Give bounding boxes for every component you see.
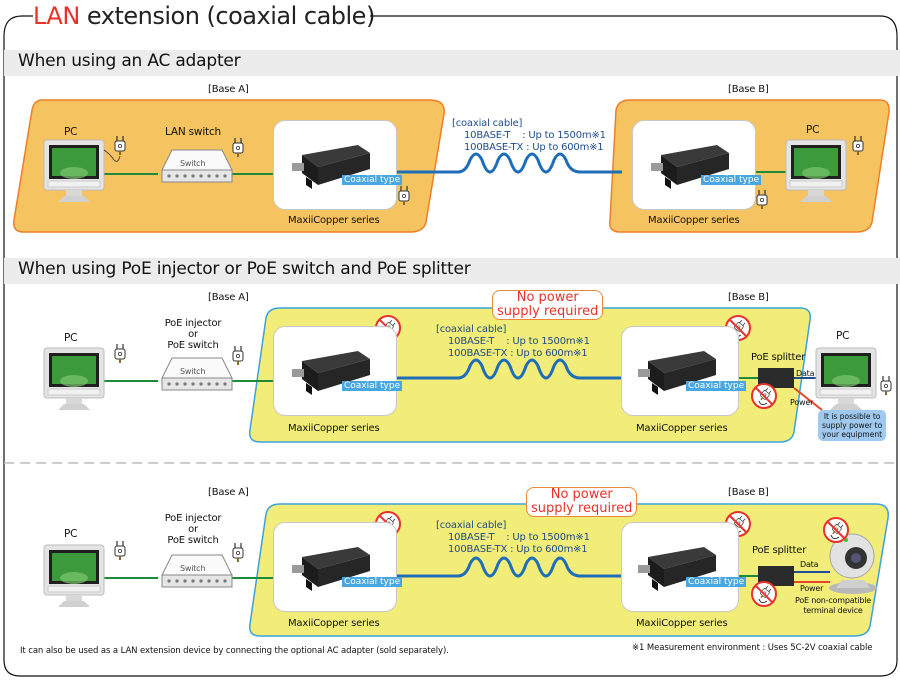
switch-device-text: Switch (180, 367, 206, 376)
footer-note-measurement: ※1 Measurement environment : Uses 5C-2V … (632, 643, 873, 653)
maxiicopper-image (292, 351, 370, 395)
coaxial-type-tag: Coaxial type (342, 577, 403, 587)
maxiicopper-device-a: Coaxial type (273, 326, 403, 416)
maxiicopper-device-a: Coaxial type (273, 120, 403, 210)
maxiicopper-image (292, 547, 370, 591)
footer-note-ac-adapter: It can also be used as a LAN extension d… (20, 646, 449, 656)
maxiicopper-device-b: Coaxial type (632, 120, 762, 210)
pc-label: PC (806, 124, 820, 136)
base-a-label: [Base A] (208, 292, 249, 303)
device-a-series-label: MaxiiCopper series (288, 215, 380, 226)
section-heading-poe: When using PoE injector or PoE switch an… (4, 258, 900, 284)
page-title: LAN extension (coaxial cable) (33, 2, 375, 30)
switch-device-text: Switch (180, 564, 206, 573)
pc-label: PC (836, 330, 850, 342)
coaxial-type-tag: Coaxial type (342, 175, 403, 185)
poe-splitter-label: PoE splitter (751, 352, 806, 363)
device-b-series-label: MaxiiCopper series (636, 423, 728, 434)
coaxial-type-tag: Coaxial type (701, 175, 762, 185)
base-a-label: [Base A] (208, 487, 249, 498)
base-b-label: [Base B] (728, 292, 769, 303)
maxiicopper-image (292, 145, 370, 189)
maxiicopper-device-b: Coaxial type (621, 326, 747, 416)
pc-label: PC (64, 528, 78, 540)
switch-device-text: Switch (180, 159, 206, 168)
power-line-label: Power (790, 398, 814, 407)
maxiicopper-image (638, 547, 716, 591)
coaxial-type-tag: Coaxial type (686, 577, 747, 587)
no-power-badge: No power supply required (492, 290, 604, 320)
coaxial-type-tag: Coaxial type (342, 381, 403, 391)
base-a-label: [Base A] (208, 84, 249, 95)
poe-splitter-label: PoE splitter (752, 545, 807, 556)
section-heading-ac-adapter: When using an AC adapter (4, 50, 900, 76)
data-line-label: Data (796, 369, 815, 378)
maxiicopper-device-a: Coaxial type (273, 522, 403, 612)
lan-switch-label: LAN switch (165, 126, 221, 138)
poe-injector-label: PoE injector or PoE switch (164, 318, 222, 351)
power-info-bubble: It is possible to supply power to your e… (818, 410, 887, 441)
device-a-series-label: MaxiiCopper series (288, 423, 380, 434)
coaxial-type-tag: Coaxial type (686, 381, 747, 391)
maxiicopper-image (651, 145, 729, 189)
poe-injector-label: PoE injector or PoE switch (164, 513, 222, 546)
maxiicopper-image (638, 351, 716, 395)
device-b-series-label: MaxiiCopper series (648, 215, 740, 226)
maxiicopper-device-b: Coaxial type (621, 522, 747, 612)
base-b-label: [Base B] (728, 487, 769, 498)
device-a-series-label: MaxiiCopper series (288, 618, 380, 629)
base-b-label: [Base B] (728, 84, 769, 95)
data-line-label: Data (800, 560, 819, 569)
terminal-device-label: PoE non-compatible terminal device (794, 596, 871, 615)
pc-label: PC (64, 126, 78, 138)
no-power-badge: No power supply required (526, 487, 638, 517)
power-line-label: Power (800, 584, 824, 593)
device-b-series-label: MaxiiCopper series (636, 618, 728, 629)
pc-label: PC (64, 332, 78, 344)
